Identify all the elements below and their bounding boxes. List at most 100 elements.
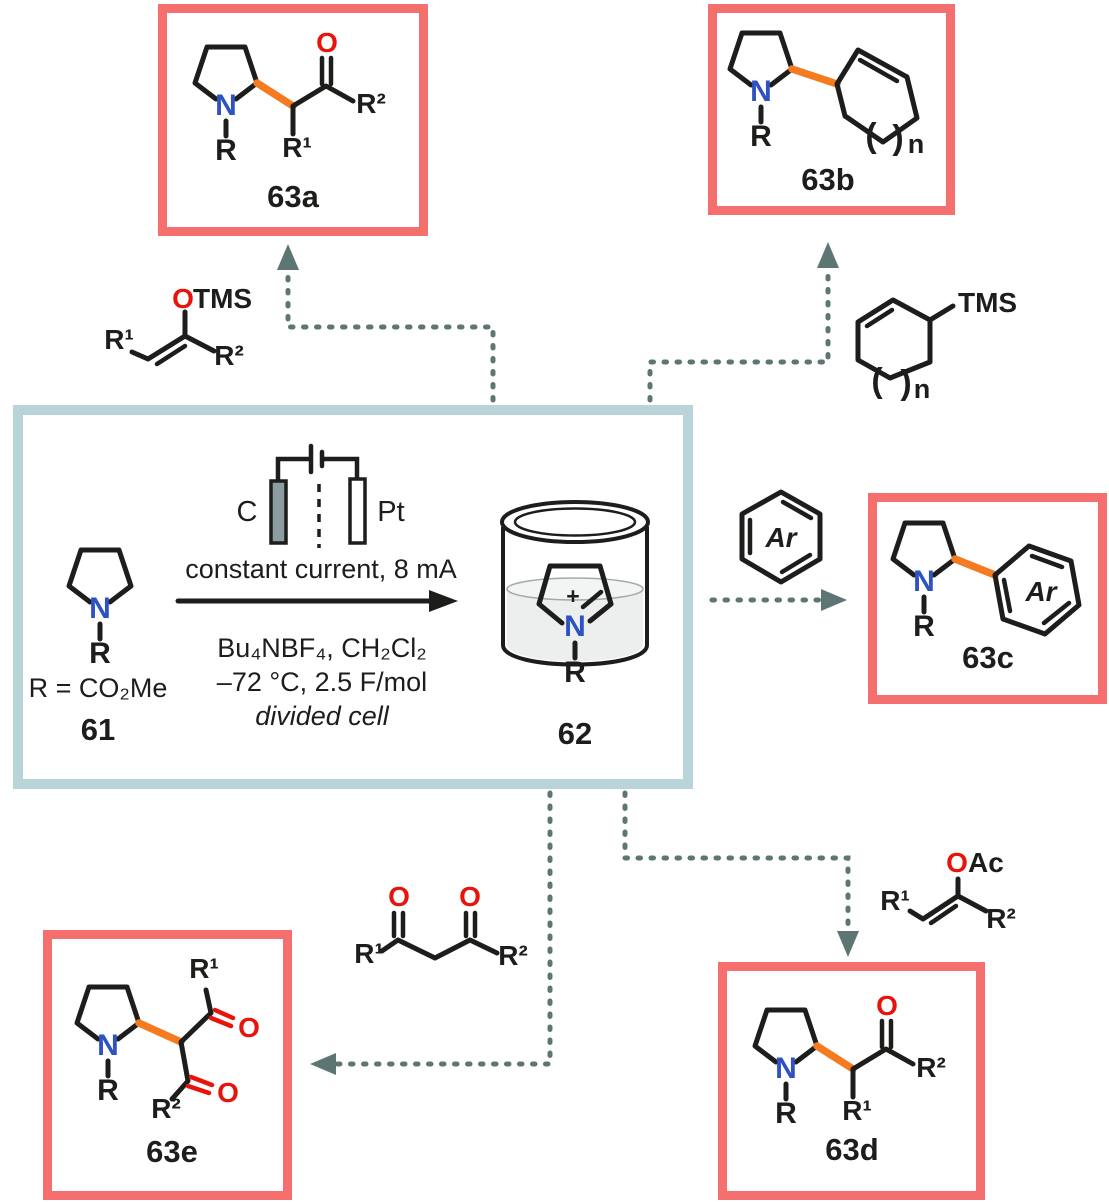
circuit-wires (275, 456, 360, 484)
compound-number-61: 61 (81, 712, 115, 747)
arrow-to-63d (622, 790, 859, 957)
tms-label: TMS (958, 287, 1017, 318)
side-chain-bonds (850, 1046, 916, 1100)
pyrrolidine-63c (893, 523, 955, 643)
beaker-body (501, 527, 649, 667)
arrow-head (429, 590, 458, 612)
pyrrolidine-63d (755, 1010, 817, 1130)
enol-acetate-bonds (907, 876, 989, 922)
nitrogen-label: N (564, 610, 586, 643)
product-box-63a (158, 4, 428, 236)
r2-label: R² (151, 1093, 181, 1124)
arrow-to-63c (709, 589, 847, 611)
carbon-electrode (269, 479, 288, 545)
aryl-ring (992, 543, 1082, 637)
r1-label: R¹ (189, 953, 219, 984)
cyclohexene-ring (855, 297, 933, 381)
reagent-arene: Ar (739, 489, 823, 585)
condition-temperature: –72 °C, 2.5 F/mol (217, 667, 427, 697)
structure-62: + N R 62 (536, 563, 614, 751)
left-paren: ( (865, 117, 877, 155)
highlight-bond (253, 79, 297, 110)
compound-number-63a: 63a (267, 179, 319, 214)
platinum-electrode (348, 477, 367, 545)
benzene-double-bonds (747, 499, 814, 575)
r2-label: R² (986, 903, 1016, 934)
carbonyl-double-bond-top (208, 1007, 236, 1029)
r1-label: R¹ (282, 132, 312, 163)
product-box-63c (868, 493, 1107, 704)
highlight-bond (813, 1042, 857, 1073)
oxygen-label: O (946, 847, 968, 878)
oxygen-label: O (316, 27, 338, 58)
r2-label: R² (498, 940, 528, 971)
structure-63a: O R¹ R² 63a (195, 27, 386, 214)
benzene-ring (739, 489, 823, 585)
oxygen-label: O (217, 1077, 239, 1108)
reagent-silyl-enol-ether: R¹ O TMS R² (104, 283, 252, 371)
iminium-ring-bonds (536, 563, 614, 626)
compound-number-63c: 63c (962, 640, 1014, 675)
ring-double-bond (857, 57, 900, 84)
condition-current: constant current, 8 mA (185, 554, 457, 584)
r1-label: R¹ (880, 885, 910, 916)
r2-label: R² (356, 88, 386, 119)
electrode-symbol: C Pt (237, 443, 405, 548)
tms-label: TMS (193, 283, 252, 314)
carbonyl-double-bonds (391, 910, 478, 939)
pyrrolidine-63b (730, 33, 792, 153)
carbonyl-double-bond (319, 55, 334, 87)
left-paren: ( (871, 362, 883, 400)
structure-63e: O O R¹ R² 63e (77, 953, 260, 1169)
aryl-double-bonds (1001, 553, 1072, 626)
tms-bond (927, 303, 956, 323)
side-chain-bonds (169, 987, 214, 1102)
arrow-to-63e (310, 790, 553, 1075)
oxygen-label: O (172, 283, 194, 314)
condition-electrolyte: Bu₄NBF₄, CH₂Cl₂ (217, 633, 427, 663)
side-chain-bonds (290, 83, 356, 137)
reagent-allyl-silane: TMS ( ) n (855, 287, 1017, 404)
structure-63b: ( ) n 63b (730, 33, 924, 197)
positive-charge: + (566, 583, 579, 609)
carbon-electrode-label: C (237, 496, 258, 528)
cyclohexene-ring (834, 47, 920, 145)
oxygen-label: O (388, 881, 410, 912)
reaction-conditions: constant current, 8 mA Bu₄NBF₄, CH₂Cl₂ –… (185, 554, 457, 731)
arrow-to-63b (647, 242, 839, 403)
pyrrolidine-63e (77, 987, 139, 1107)
r1-label: R¹ (354, 938, 384, 969)
enol-ether-double-bond (154, 343, 188, 367)
condition-cell: divided cell (255, 701, 390, 731)
oxygen-label: O (876, 990, 898, 1021)
diketone-bonds (379, 937, 500, 961)
structure-63c: Ar 63c (893, 523, 1082, 675)
reaction-arrow (175, 590, 458, 612)
platinum-electrode-label: Pt (377, 496, 404, 528)
r1-label: R¹ (842, 1095, 872, 1126)
enol-acetate-double-bond (928, 903, 959, 926)
iminium-double-bond-outer (587, 601, 614, 624)
compound-number-62: 62 (558, 716, 592, 751)
n-subscript: n (908, 129, 925, 159)
highlight-bond (135, 1019, 185, 1046)
r2-label: R² (916, 1052, 946, 1083)
pyrrolidine-63a (195, 47, 257, 167)
compound-number-63b: 63b (801, 162, 854, 197)
carbonyl-double-bond (879, 1018, 894, 1050)
ring-double-bond (864, 307, 895, 329)
right-paren: ) (900, 364, 911, 402)
pyrrolidine-61 (69, 550, 131, 670)
structure-63d: O R¹ R² 63d (755, 990, 946, 1167)
r-definition: R = CO₂Me (29, 673, 168, 703)
ar-label: Ar (764, 522, 798, 553)
compound-number-63d: 63d (825, 1132, 878, 1167)
n-subscript: n (914, 374, 931, 404)
beaker-rim-inner (513, 507, 637, 537)
highlight-bond (788, 65, 841, 88)
enol-ether-bonds (129, 309, 217, 362)
r-group-label: R (564, 656, 586, 689)
compound-number-63e: 63e (146, 1134, 198, 1169)
